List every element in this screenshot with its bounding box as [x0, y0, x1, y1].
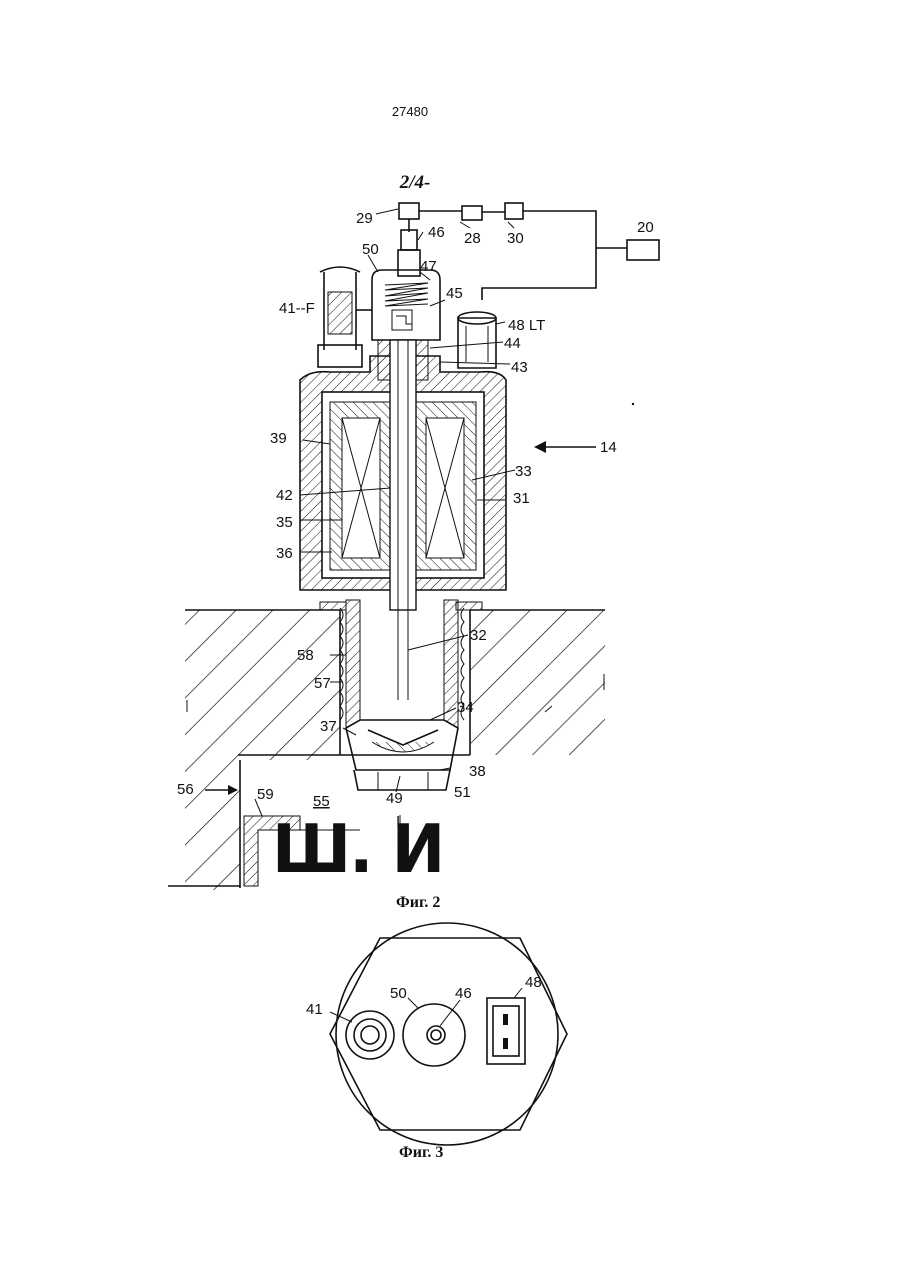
label-46: 46	[428, 224, 445, 241]
label-37: 37	[320, 718, 337, 735]
label-50: 50	[390, 985, 407, 1002]
label-35: 35	[276, 514, 293, 531]
label-48: 48	[525, 974, 542, 991]
figure-2: 29 46 28 30 20 50 47 41--F 45 48 LT 44 4…	[168, 203, 659, 890]
label-46: 46	[455, 985, 472, 1002]
label-30: 30	[507, 230, 524, 247]
label-41: 41	[306, 1001, 323, 1018]
label-45: 45	[446, 285, 463, 302]
label-50: 50	[362, 241, 379, 258]
figure-3-caption: Фиг. 3	[399, 1144, 443, 1162]
label-47: 47	[420, 258, 437, 275]
arrow-14	[534, 441, 596, 453]
label-55: 55	[313, 793, 330, 810]
label-32: 32	[470, 627, 487, 644]
cap-50	[403, 1004, 465, 1066]
fuel-fitting	[318, 267, 372, 367]
label-42: 42	[276, 487, 293, 504]
label-28: 28	[464, 230, 481, 247]
label-43: 43	[511, 359, 528, 376]
label-34: 34	[457, 699, 474, 716]
label-29: 29	[356, 210, 373, 227]
valve-cap	[372, 270, 440, 340]
electrical-connector	[458, 312, 496, 368]
label-33: 33	[515, 463, 532, 480]
label-59: 59	[257, 786, 274, 803]
label-36: 36	[276, 545, 293, 562]
nozzle-body	[320, 600, 482, 790]
label-58: 58	[297, 647, 314, 664]
label-41-F: 41--F	[279, 300, 315, 317]
label-57: 57	[314, 675, 331, 692]
figure-3: 41 50 46 48	[306, 923, 567, 1145]
label-56: 56	[177, 781, 194, 798]
garbled-text: Ш. И	[272, 816, 443, 883]
control-circuit	[398, 203, 659, 300]
hex-body	[330, 938, 567, 1130]
label-20: 20	[637, 219, 654, 236]
label-14: 14	[600, 439, 617, 456]
label-51: 51	[454, 784, 471, 801]
label-49: 49	[386, 790, 403, 807]
label-38: 38	[469, 763, 486, 780]
label-31: 31	[513, 490, 530, 507]
figure-2-caption: Фиг. 2	[396, 894, 440, 912]
label-48-LT: 48 LT	[508, 317, 545, 334]
label-39: 39	[270, 430, 287, 447]
label-44: 44	[504, 335, 521, 352]
